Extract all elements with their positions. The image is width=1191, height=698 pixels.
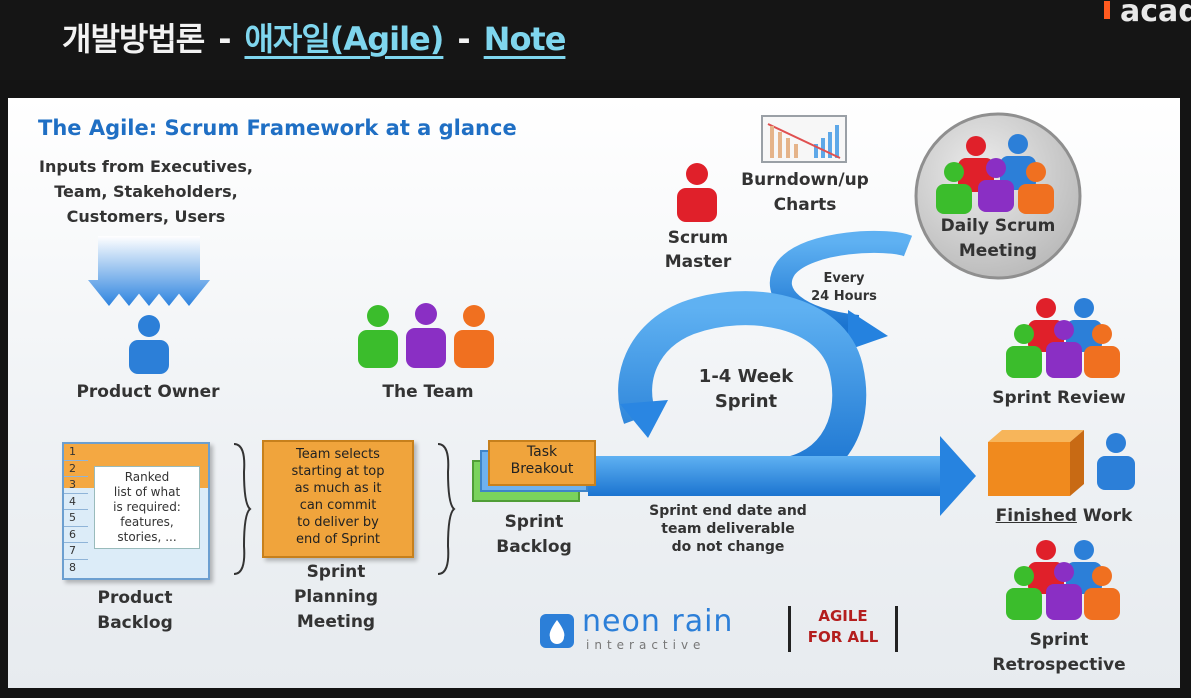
neon-rain-text: neon rain [582, 604, 734, 639]
planning-brace-icon [437, 443, 456, 575]
finished-work-rest: Work [1076, 506, 1133, 526]
note-link[interactable]: Note [483, 20, 567, 58]
backlog-row-numbers: 1 2 3 4 5 6 7 8 [64, 444, 88, 575]
neon-rain-logo: neon rain interactive [540, 604, 770, 654]
every-24-hours-label: Every 24 Hours [811, 271, 877, 304]
sprint-review-label: Sprint Review [992, 388, 1126, 408]
daily-scrum-circle [914, 112, 1082, 280]
backlog-brace-icon [233, 443, 252, 575]
finished-work-label: Finished Work [974, 506, 1154, 526]
the-team-label: The Team [382, 382, 474, 402]
slide-title: The Agile: Scrum Framework at a glance [38, 116, 517, 140]
scrum-master-person-icon [677, 163, 717, 222]
sprint-cycle-arrow [588, 230, 976, 516]
agile-for-all-logo: AGILE FOR ALL [788, 606, 898, 652]
burndown-charts-label: Burndown/up Charts [741, 170, 869, 215]
burndown-chart-icon [761, 115, 847, 163]
product-owner-label: Product Owner [76, 382, 220, 402]
sprint-retrospective-people-icon [1006, 540, 1120, 620]
daily-scrum-label: Daily Scrum Meeting [940, 216, 1056, 261]
sprint-retrospective-label: Sprint Retrospective [992, 630, 1126, 675]
sprint-review-people-icon [1006, 298, 1120, 378]
scrum-framework-slide: The Agile: Scrum Framework at a glance I… [8, 98, 1180, 688]
brand-text: acad [1120, 0, 1191, 29]
raindrop-logo-icon [540, 614, 574, 648]
video-header-bar: 개발방법론-애자일(Agile)-Note acad [0, 0, 1191, 80]
backlog-note: Ranked list of what is required: feature… [94, 466, 200, 549]
scrum-master-label: Scrum Master [664, 228, 732, 272]
planning-note: Team selects starting at top as much as … [262, 440, 414, 558]
agile-link[interactable]: 애자일(Agile) [244, 20, 444, 58]
brand-logo: acad [1104, 0, 1191, 29]
title-separator: - [218, 20, 231, 58]
finished-work-person-icon [1097, 433, 1135, 490]
title-separator: - [457, 20, 470, 58]
sprint-backlog-label: Sprint Backlog [496, 512, 572, 557]
product-owner-person-icon [129, 315, 169, 374]
finished-underlined: Finished [995, 506, 1077, 526]
neon-rain-subtext: interactive [586, 638, 706, 652]
title-prefix: 개발방법론 [62, 20, 205, 58]
product-backlog-list: 1 2 3 4 5 6 7 8 Ranked list of what is r… [62, 442, 210, 580]
finished-work-box-icon [988, 430, 1084, 496]
page-title: 개발방법론-애자일(Agile)-Note [62, 14, 567, 60]
product-backlog-label: Product Backlog [97, 588, 173, 633]
sprint-end-note: Sprint end date and team deliverable do … [649, 503, 807, 555]
task-breakout-card: Task Breakout [488, 440, 596, 486]
sprint-length-label: 1-4 Week Sprint [698, 366, 794, 412]
inputs-down-arrows-icon [88, 236, 210, 306]
sprint-planning-label: Sprint Planning Meeting [293, 562, 379, 632]
team-people-icon [358, 303, 494, 368]
inputs-label: Inputs from Executives, Team, Stakeholde… [38, 157, 253, 226]
